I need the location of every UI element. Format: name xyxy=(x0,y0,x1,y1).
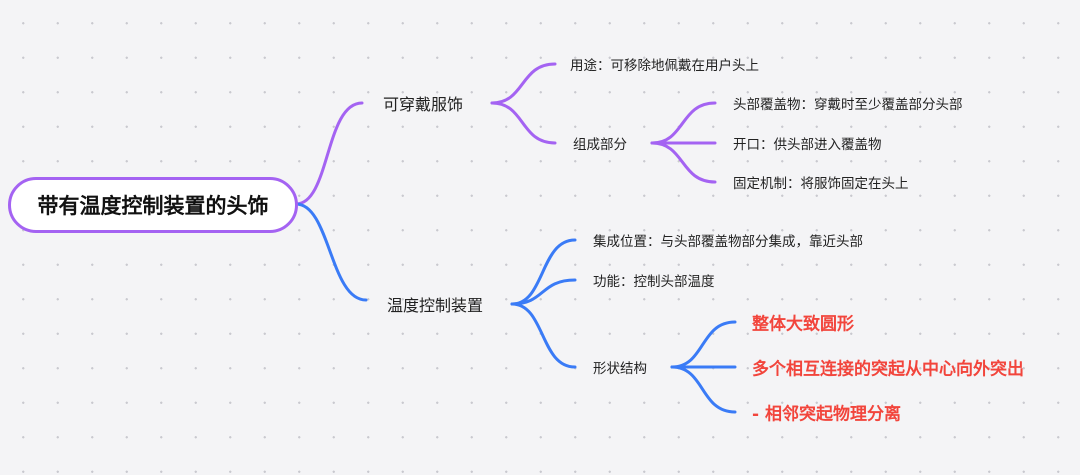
node-separated[interactable]: - 相邻突起物理分离 xyxy=(752,404,901,425)
connector-temp-1 xyxy=(510,238,577,306)
node-fastener[interactable]: 固定机制：将服饰固定在头上 xyxy=(733,176,909,192)
node-components[interactable]: 组成部分 xyxy=(573,137,627,153)
connector-root-wearable xyxy=(294,101,364,206)
connector-shape-1 xyxy=(670,320,737,369)
connector-parts-1 xyxy=(650,101,717,145)
node-round[interactable]: 整体大致圆形 xyxy=(752,314,854,335)
root-node[interactable]: 带有温度控制装置的头饰 xyxy=(8,177,298,233)
node-opening[interactable]: 开口：供头部进入覆盖物 xyxy=(733,137,882,153)
node-integration[interactable]: 集成位置：与头部覆盖物部分集成，靠近头部 xyxy=(593,234,863,250)
connector-temp-2 xyxy=(510,278,577,306)
connector-wearable-parts xyxy=(490,101,557,145)
connector-wearable-use xyxy=(490,62,557,105)
node-temp-device[interactable]: 温度控制装置 xyxy=(387,296,484,315)
node-function[interactable]: 功能：控制头部温度 xyxy=(593,274,715,290)
node-head-cover[interactable]: 头部覆盖物：穿戴时至少覆盖部分头部 xyxy=(733,97,963,113)
connector-root-temp xyxy=(294,202,368,302)
connector-parts-3 xyxy=(650,141,717,184)
node-shape[interactable]: 形状结构 xyxy=(593,361,647,377)
node-protrusions[interactable]: 多个相互连接的突起从中心向外突出 xyxy=(752,359,1024,380)
node-wearable[interactable]: 可穿戴服饰 xyxy=(383,95,464,114)
node-use[interactable]: 用途：可移除地佩戴在用户头上 xyxy=(570,58,759,74)
connector-temp-3 xyxy=(510,302,577,369)
connector-shape-3 xyxy=(670,365,737,414)
